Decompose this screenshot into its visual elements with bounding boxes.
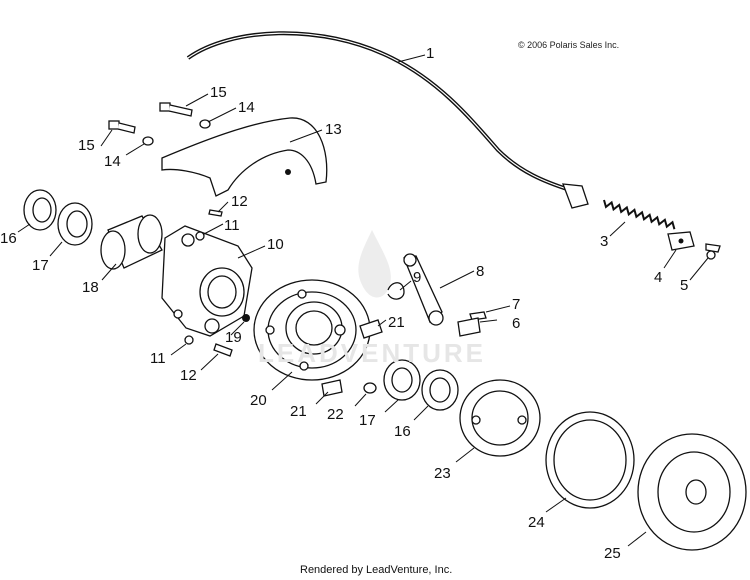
- callout-15-upper: 15: [210, 84, 227, 101]
- callout-16-left: 16: [0, 230, 17, 247]
- callout-19: 19: [225, 329, 242, 346]
- caliper-bracket: [161, 225, 253, 337]
- pin-21-lower: [321, 379, 343, 397]
- callout-6: 6: [512, 315, 520, 332]
- rendered-by-footer: Rendered by LeadVenture, Inc.: [300, 564, 453, 576]
- brake-cable: [186, 31, 589, 209]
- brake-arm: [403, 253, 444, 326]
- callout-21-upper: 21: [388, 314, 405, 331]
- callout-23: 23: [434, 465, 451, 482]
- callout-20: 20: [250, 392, 267, 409]
- bolt-15-lower: [108, 120, 136, 134]
- bolt-15-upper: [159, 102, 193, 117]
- washer-14-lower: [142, 136, 154, 146]
- wing-nut: [705, 243, 721, 260]
- callout-1: 1: [426, 45, 434, 62]
- brake-drum-ring: [545, 411, 635, 509]
- chain-guard: [161, 117, 328, 197]
- callout-5: 5: [680, 277, 688, 294]
- callout-10: 10: [267, 236, 284, 253]
- spring: [603, 199, 676, 230]
- spring-clip: [387, 282, 405, 300]
- callout-15-lower: 15: [78, 137, 95, 154]
- callout-12-upper: 12: [231, 193, 248, 210]
- fitting-6: [457, 317, 481, 337]
- callout-11-lower: 11: [150, 350, 166, 367]
- callout-17-right: 17: [359, 412, 376, 429]
- callout-9: 9: [413, 269, 421, 286]
- nut-11-upper: [195, 231, 205, 241]
- cable-clevis: [667, 231, 695, 251]
- callout-21-lower: 21: [290, 403, 307, 420]
- callout-18: 18: [82, 279, 99, 296]
- callout-17-left: 17: [32, 257, 49, 274]
- brake-drum: [637, 433, 747, 551]
- callout-25: 25: [604, 545, 621, 562]
- brake-shoes: [459, 379, 541, 457]
- callout-11-upper: 11: [224, 217, 240, 234]
- brake-backing-plate: [253, 279, 371, 381]
- callout-3: 3: [600, 233, 608, 250]
- copyright-notice: © 2006 Polaris Sales Inc.: [518, 40, 620, 50]
- callout-14-lower: 14: [104, 153, 121, 170]
- nut-22: [363, 382, 377, 394]
- watermark-text: LEADVENTURE: [258, 338, 487, 368]
- callout-13: 13: [325, 121, 342, 138]
- nut-11-lower: [184, 335, 194, 345]
- leader-lines: [17, 54, 709, 547]
- callout-8: 8: [476, 263, 484, 280]
- pin-21-upper: [359, 319, 383, 339]
- nut-19: [242, 314, 250, 322]
- spacer-tube: [100, 214, 163, 270]
- bolt-12-upper: [208, 209, 223, 217]
- callout-labels: 1 3 4 5 6 7 8 9 10 11 11 12 12 13 14 14 …: [0, 45, 688, 562]
- watermark-logo: [358, 230, 391, 298]
- bolt-12-lower: [213, 343, 233, 357]
- callout-22: 22: [327, 406, 344, 423]
- small-bolt-7: [469, 311, 487, 321]
- callout-14-upper: 14: [238, 99, 255, 116]
- bearing-17-left: [57, 202, 93, 246]
- washer-14-upper: [199, 119, 211, 129]
- callout-12-lower: 12: [180, 367, 197, 384]
- callout-24: 24: [528, 514, 545, 531]
- bearing-17-right: [383, 359, 421, 401]
- callout-4: 4: [654, 269, 662, 286]
- seal-16-right: [421, 369, 459, 411]
- callout-16-right: 16: [394, 423, 411, 440]
- callout-7: 7: [512, 296, 520, 313]
- seal-16-left: [23, 189, 57, 231]
